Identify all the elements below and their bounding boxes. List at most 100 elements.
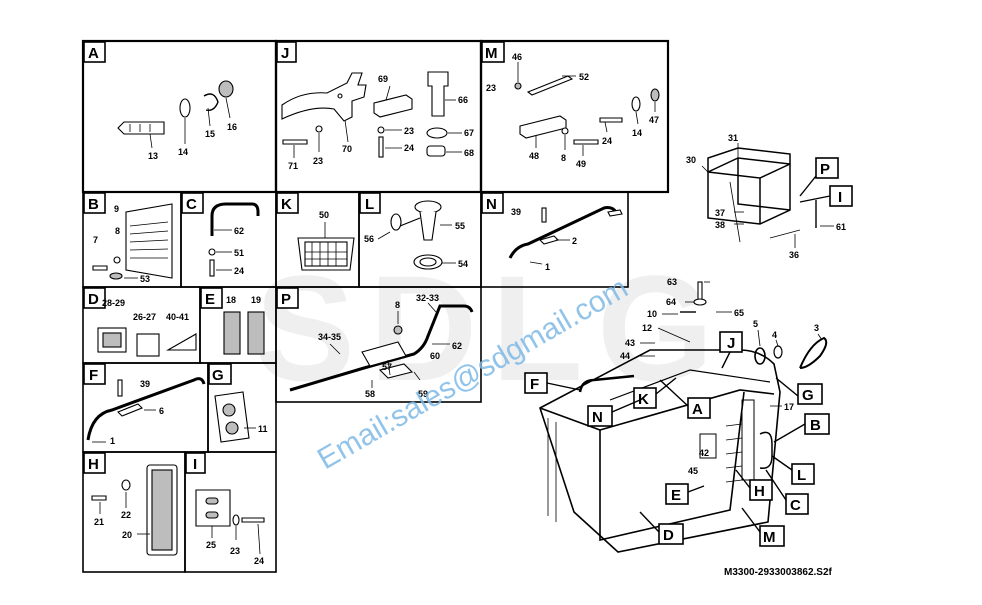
callout: 24 bbox=[234, 266, 244, 276]
callout: 45 bbox=[688, 466, 698, 476]
svg-text:A: A bbox=[692, 401, 703, 418]
callout: 32-33 bbox=[416, 293, 439, 303]
svg-text:N: N bbox=[592, 409, 603, 426]
callout: 8 bbox=[395, 300, 400, 310]
callout: 14 bbox=[632, 128, 642, 138]
callout: 37 bbox=[715, 208, 725, 218]
panel-m bbox=[479, 39, 670, 194]
callout: 58 bbox=[365, 389, 375, 399]
section-e-parts bbox=[223, 311, 265, 355]
tag-c: C bbox=[181, 192, 204, 214]
callout: 55 bbox=[455, 221, 465, 231]
callout: 24 bbox=[254, 556, 264, 566]
callout: 3 bbox=[814, 323, 819, 333]
section-p-parts bbox=[289, 304, 474, 392]
callout: 44 bbox=[620, 351, 630, 361]
callout: 9 bbox=[114, 204, 119, 214]
svg-text:B: B bbox=[88, 196, 99, 213]
section-d-parts bbox=[97, 327, 197, 357]
logo-watermark: SDLG bbox=[255, 244, 728, 412]
section-n-parts bbox=[508, 206, 623, 259]
tag-main-h: H bbox=[749, 479, 773, 501]
svg-text:N: N bbox=[486, 196, 497, 213]
callout: 49 bbox=[576, 159, 586, 169]
callout: 2 bbox=[572, 236, 577, 246]
panel-p bbox=[275, 286, 482, 403]
tag-main-l: L bbox=[791, 463, 815, 485]
tag-b: B bbox=[83, 192, 106, 214]
callout: 69 bbox=[378, 74, 388, 84]
tag-main-k: K bbox=[633, 387, 657, 409]
section-g-parts bbox=[214, 391, 250, 443]
tag-frame-i: I bbox=[829, 185, 853, 207]
callout: 5 bbox=[753, 319, 758, 329]
callout: 24 bbox=[602, 136, 612, 146]
tag-h: H bbox=[83, 452, 106, 474]
callout: 52 bbox=[579, 72, 589, 82]
section-i-parts bbox=[195, 489, 265, 527]
svg-text:B: B bbox=[810, 417, 821, 434]
callout: 23 bbox=[313, 156, 323, 166]
svg-text:J: J bbox=[727, 335, 735, 352]
callout: 62 bbox=[452, 341, 462, 351]
callout: 62 bbox=[234, 226, 244, 236]
callout: 1 bbox=[110, 436, 115, 446]
callout: 25 bbox=[206, 540, 216, 550]
callout: 53 bbox=[140, 274, 150, 284]
tag-main-g: G bbox=[797, 383, 823, 405]
callout: 15 bbox=[205, 129, 215, 139]
svg-text:A: A bbox=[88, 45, 99, 62]
svg-text:G: G bbox=[802, 387, 814, 404]
callout: 39 bbox=[511, 207, 521, 217]
svg-text:H: H bbox=[754, 483, 765, 500]
callout: 66 bbox=[458, 95, 468, 105]
callout: 64 bbox=[666, 297, 676, 307]
callout: 18 bbox=[226, 295, 236, 305]
tag-f: F bbox=[83, 363, 106, 385]
svg-text:F: F bbox=[89, 367, 98, 384]
callout: 14 bbox=[178, 147, 188, 157]
callout: 8 bbox=[561, 153, 566, 163]
tag-k: K bbox=[276, 192, 299, 214]
callout: 63 bbox=[667, 277, 677, 287]
tag-main-a: A bbox=[687, 397, 711, 419]
svg-text:F: F bbox=[530, 376, 539, 393]
svg-text:E: E bbox=[205, 291, 215, 308]
callout: 10 bbox=[647, 309, 657, 319]
callout: 16 bbox=[227, 122, 237, 132]
callout: 1 bbox=[545, 262, 550, 272]
callout: 56 bbox=[364, 234, 374, 244]
section-a-parts bbox=[117, 80, 234, 149]
tag-main-d: D bbox=[658, 523, 684, 545]
callout: 26-27 bbox=[133, 312, 156, 322]
callout: 11 bbox=[258, 424, 268, 434]
tag-main-b: B bbox=[804, 413, 830, 435]
svg-text:D: D bbox=[88, 291, 99, 308]
callout: 61 bbox=[836, 222, 846, 232]
svg-text:K: K bbox=[638, 391, 649, 408]
callout: 31 bbox=[728, 133, 738, 143]
callout: 48 bbox=[529, 151, 539, 161]
drawing-code: M3300-2933003862.S2f bbox=[724, 567, 833, 578]
svg-text:J: J bbox=[281, 45, 289, 62]
section-f-parts bbox=[86, 377, 206, 441]
callout: 40-41 bbox=[166, 312, 189, 322]
callout: 17 bbox=[784, 402, 794, 412]
svg-text:C: C bbox=[790, 497, 801, 514]
svg-text:P: P bbox=[281, 291, 291, 308]
callout: 28-29 bbox=[102, 298, 125, 308]
callout: 34-35 bbox=[318, 332, 341, 342]
section-j-parts bbox=[281, 71, 449, 158]
tag-main-e: E bbox=[665, 483, 689, 505]
callout: 7 bbox=[93, 235, 98, 245]
callout: 59 bbox=[418, 389, 428, 399]
callout: 20 bbox=[122, 530, 132, 540]
tag-j: J bbox=[276, 41, 297, 63]
svg-text:L: L bbox=[365, 196, 374, 213]
tag-main-f: F bbox=[524, 372, 548, 394]
tag-m: M bbox=[481, 41, 505, 63]
svg-text:K: K bbox=[281, 196, 292, 213]
callout: 12 bbox=[642, 323, 652, 333]
section-m-parts bbox=[514, 75, 660, 145]
